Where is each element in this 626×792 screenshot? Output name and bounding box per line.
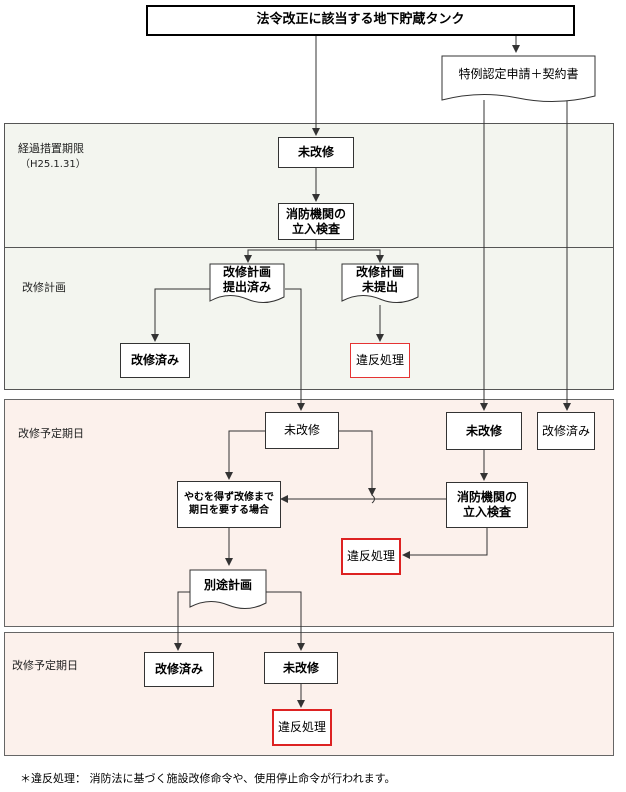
section-scheduled-label: 改修予定期日 bbox=[18, 427, 84, 440]
section-scheduled-2-label: 改修予定期日 bbox=[12, 659, 78, 672]
section-transition-date: （H25.1.31） bbox=[20, 159, 86, 170]
unrepaired-box-2: 未改修 bbox=[265, 412, 339, 449]
separate-plan-doc: 別途計画 bbox=[203, 577, 252, 592]
section-plan-label: 改修計画 bbox=[22, 281, 66, 294]
doc-shape-plan-not-submitted bbox=[341, 263, 419, 303]
violation-box-1: 違反処理 bbox=[350, 343, 410, 378]
plan-submitted-doc: 改修計画 提出済み bbox=[222, 265, 271, 294]
fire-inspection-box-1: 消防機関の 立入検査 bbox=[278, 203, 354, 240]
special-application-doc: 特例認定申請＋契約書 bbox=[458, 66, 579, 81]
violation-box-2: 違反処理 bbox=[341, 538, 401, 575]
section-plan bbox=[4, 247, 614, 390]
section-transition-label: 経過措置期限 bbox=[18, 142, 84, 155]
violation-box-3: 違反処理 bbox=[272, 709, 332, 746]
unrepaired-box-4: 未改修 bbox=[264, 652, 338, 684]
fire-inspection-box-2: 消防機関の 立入検査 bbox=[446, 482, 528, 528]
doc-shape-separate-plan bbox=[189, 569, 267, 609]
unrepaired-box-1: 未改修 bbox=[278, 137, 354, 168]
unavoidable-case-box: やむを得ず改修まで 期日を要する場合 bbox=[177, 481, 281, 528]
unrepaired-box-3: 未改修 bbox=[446, 412, 522, 450]
doc-shape-special bbox=[441, 55, 596, 103]
repaired-box-3: 改修済み bbox=[144, 652, 214, 687]
doc-shape-plan-submitted bbox=[209, 263, 285, 303]
repaired-box-2: 改修済み bbox=[537, 412, 595, 450]
repaired-box-1: 改修済み bbox=[120, 343, 190, 378]
title-box: 法令改正に該当する地下貯蔵タンク bbox=[146, 5, 575, 36]
footnote: ＊違反処理： 消防法に基づく施設改修命令や、使用停止命令が行われます。 bbox=[20, 772, 396, 785]
plan-not-submitted-doc: 改修計画 未提出 bbox=[355, 265, 404, 294]
